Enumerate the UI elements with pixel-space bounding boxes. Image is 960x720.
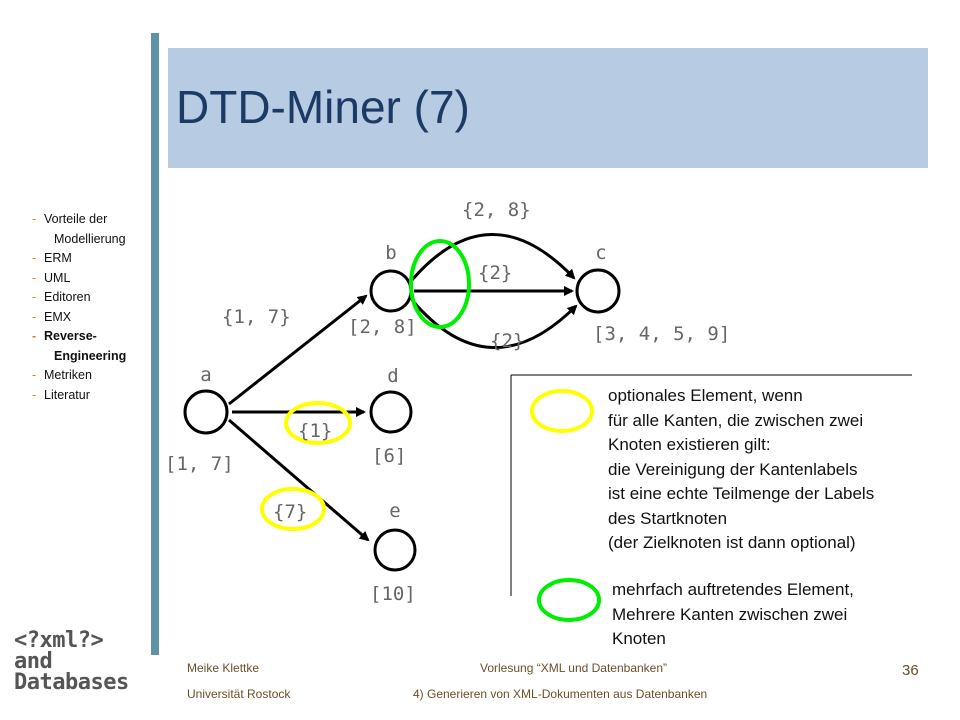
sidebar-item-label: Reverse- xyxy=(44,329,97,343)
edge-a-b xyxy=(228,294,368,406)
bullet-dash-icon: - xyxy=(32,329,37,343)
edge-b-c-middle-label: {2} xyxy=(478,262,512,284)
logo-line: Databases xyxy=(14,670,129,695)
sidebar-item-literatur[interactable]: - Literatur xyxy=(32,386,152,406)
sidebar-item-label: Editoren xyxy=(44,290,91,304)
title-banner xyxy=(168,48,928,168)
edge-a-e-label: {7} xyxy=(273,501,307,523)
node-c-set-label: [3, 4, 5, 9] xyxy=(593,323,730,345)
footer-university: Universität Rostock xyxy=(187,687,291,701)
sidebar-navigation: - Vorteile der Modellierung - ERM - UML … xyxy=(32,210,152,405)
sidebar-item-editoren[interactable]: - Editoren xyxy=(32,288,152,308)
bullet-dash-icon: - xyxy=(32,270,37,285)
bullet-dash-icon: - xyxy=(32,368,37,382)
node-d-name: d xyxy=(387,365,398,387)
node-a xyxy=(183,389,229,435)
sidebar-item-label: Metriken xyxy=(44,368,92,382)
sidebar-item-vorteile[interactable]: - Vorteile der Modellierung xyxy=(32,210,152,249)
sidebar-item-reverse-engineering[interactable]: - Reverse- Engineering xyxy=(32,327,152,366)
footer-chapter: 4) Generieren von XML-Dokumenten aus Dat… xyxy=(413,687,708,701)
node-e-name: e xyxy=(389,500,400,522)
optional-element-highlight-d xyxy=(284,401,352,445)
logo-line: <?xml?> xyxy=(14,628,104,653)
edge-a-e xyxy=(228,418,370,542)
page-number: 36 xyxy=(902,662,919,679)
sidebar-item-label: Engineering xyxy=(54,348,127,363)
xml-databases-logo: <?xml?> and Databases xyxy=(14,628,129,695)
sidebar-item-label: Literatur xyxy=(44,387,90,402)
legend-line: mehrfach auftretendes Element, xyxy=(612,580,854,599)
logo-line: and xyxy=(14,649,53,674)
bullet-dash-icon: - xyxy=(32,212,37,226)
footer-lecture: Vorlesung “XML und Datenbanken” xyxy=(480,661,668,675)
edge-a-d-label: {1} xyxy=(298,420,332,442)
node-a-name: a xyxy=(200,364,211,386)
bullet-dash-icon: - xyxy=(32,290,37,304)
sidebar-item-metriken[interactable]: - Metriken xyxy=(32,366,152,386)
sidebar-item-label: ERM xyxy=(44,251,72,265)
bullet-dash-icon: - xyxy=(32,387,37,402)
edge-b-c-top-label: {2, 8} xyxy=(462,199,531,221)
legend-line: für alle Kanten, die zwischen zwei xyxy=(608,410,864,430)
edge-a-b-label: {1, 7} xyxy=(222,306,291,328)
legend-green-ellipse-icon xyxy=(537,578,601,622)
sidebar-item-label: UML xyxy=(44,270,71,285)
legend-line: optionales Element, wenn xyxy=(608,386,803,405)
edge-b-c-top xyxy=(410,233,576,281)
legend-line: Knoten xyxy=(612,629,666,648)
legend-line: (der Zielknoten ist dann optional) xyxy=(608,533,856,552)
node-c-name: c xyxy=(595,242,606,264)
legend-line: Mehrere Kanten zwischen zwei xyxy=(612,604,848,624)
node-b-name: b xyxy=(385,242,396,264)
node-d-set-label: [6] xyxy=(372,445,406,467)
multiple-element-highlight xyxy=(409,239,471,329)
node-e xyxy=(373,528,417,572)
node-a-set-label: [1, 7] xyxy=(165,453,234,475)
legend-line: die Vereinigung der Kantenlabels xyxy=(608,459,858,479)
legend-multiple-text: mehrfach auftretendes Element, Mehrere K… xyxy=(612,578,854,652)
node-c xyxy=(575,268,621,314)
legend-yellow-ellipse-icon xyxy=(530,389,594,433)
sidebar-item-erm[interactable]: - ERM xyxy=(32,249,152,269)
legend-line: ist eine echte Teilmenge der Labels xyxy=(608,484,875,503)
sidebar-item-label: EMX xyxy=(44,309,72,324)
sidebar-item-label: Vorteile der xyxy=(44,212,108,226)
legend-line: Knoten existieren gilt: xyxy=(608,435,771,454)
sidebar-item-emx[interactable]: - EMX xyxy=(32,308,152,328)
slide-title: DTD-Miner (7) xyxy=(176,81,470,133)
edge-b-c-bottom xyxy=(410,299,578,350)
bullet-dash-icon: - xyxy=(32,309,37,324)
legend-line: des Startknoten xyxy=(608,508,728,528)
legend-optional-text: optionales Element, wenn für alle Kanten… xyxy=(608,384,874,556)
footer-author: Meike Klettke xyxy=(187,661,260,675)
node-b-set-label: [2, 8] xyxy=(348,316,417,338)
optional-element-highlight-e xyxy=(260,487,326,531)
edge-b-c-bottom-label: {2} xyxy=(490,330,524,352)
sidebar-item-label: Modellierung xyxy=(54,231,126,246)
node-b xyxy=(369,269,413,313)
sidebar-item-uml[interactable]: - UML xyxy=(32,269,152,289)
node-e-set-label: [10] xyxy=(370,583,416,605)
node-d xyxy=(369,390,413,434)
vertical-accent-bar xyxy=(151,33,159,655)
bullet-dash-icon: - xyxy=(32,251,37,265)
